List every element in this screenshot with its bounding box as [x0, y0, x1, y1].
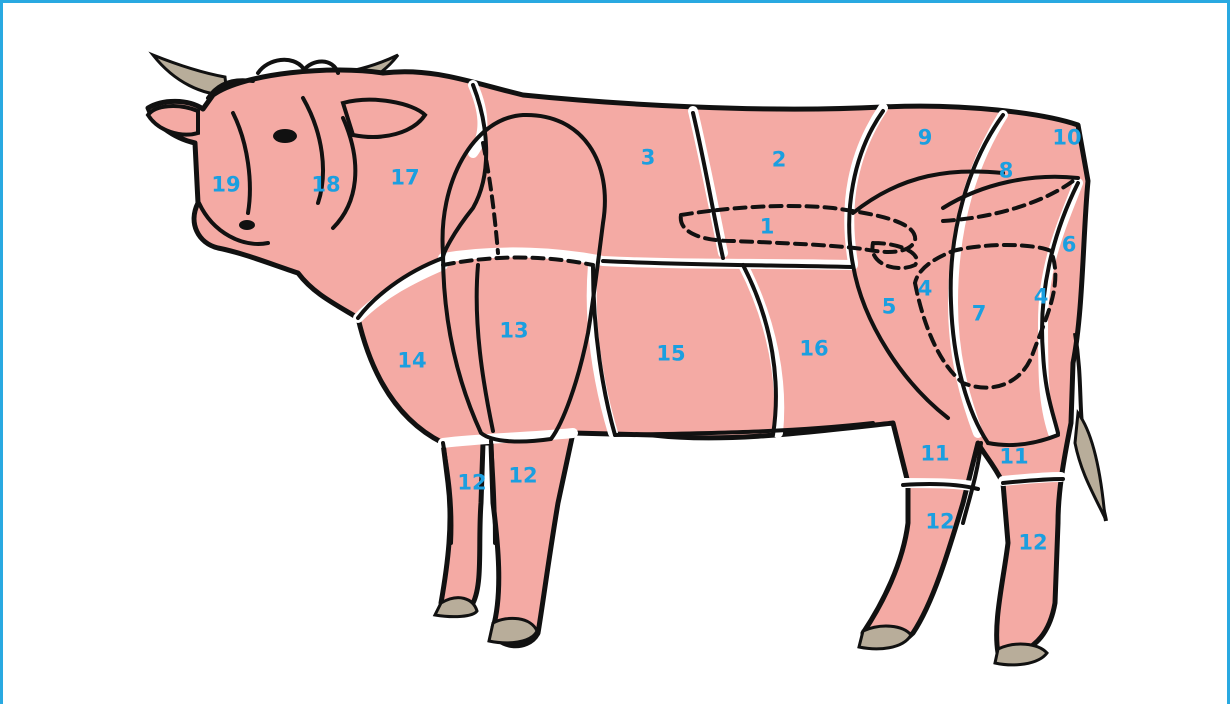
label-12b: 12	[508, 463, 538, 488]
hoof-1	[432, 596, 479, 619]
label-4a: 4	[917, 276, 933, 301]
hoof-3	[857, 624, 913, 651]
label-4b: 4	[1033, 284, 1049, 309]
label-1: 1	[759, 214, 775, 239]
ear	[340, 97, 428, 139]
label-13: 13	[499, 318, 529, 343]
label-6: 6	[1061, 232, 1077, 257]
dashed-lines	[441, 141, 1075, 390]
nostril	[239, 220, 255, 230]
eye	[273, 129, 297, 143]
label-18: 18	[311, 172, 341, 197]
label-11a: 11	[920, 441, 950, 466]
label-14: 14	[397, 348, 427, 373]
cut-outlines	[197, 57, 1080, 545]
ear-left	[145, 104, 200, 137]
tail-tuft	[1073, 409, 1107, 519]
hoof-2	[487, 616, 539, 645]
label-8: 8	[998, 158, 1014, 183]
beef-cuts-diagram	[145, 51, 1108, 667]
label-19: 19	[211, 172, 241, 197]
label-16: 16	[799, 336, 829, 361]
label-11b: 11	[999, 444, 1029, 469]
label-2: 2	[771, 147, 787, 172]
label-10: 10	[1052, 125, 1082, 150]
label-17: 17	[390, 165, 420, 190]
label-15: 15	[656, 341, 686, 366]
body-outline	[145, 67, 1091, 657]
label-7: 7	[971, 301, 987, 326]
hoof-4	[993, 642, 1049, 667]
label-12a: 12	[457, 470, 487, 495]
label-12c: 12	[925, 509, 955, 534]
label-12d: 12	[1018, 530, 1048, 555]
label-3: 3	[640, 145, 656, 170]
label-5: 5	[881, 294, 897, 319]
label-9: 9	[917, 125, 933, 150]
